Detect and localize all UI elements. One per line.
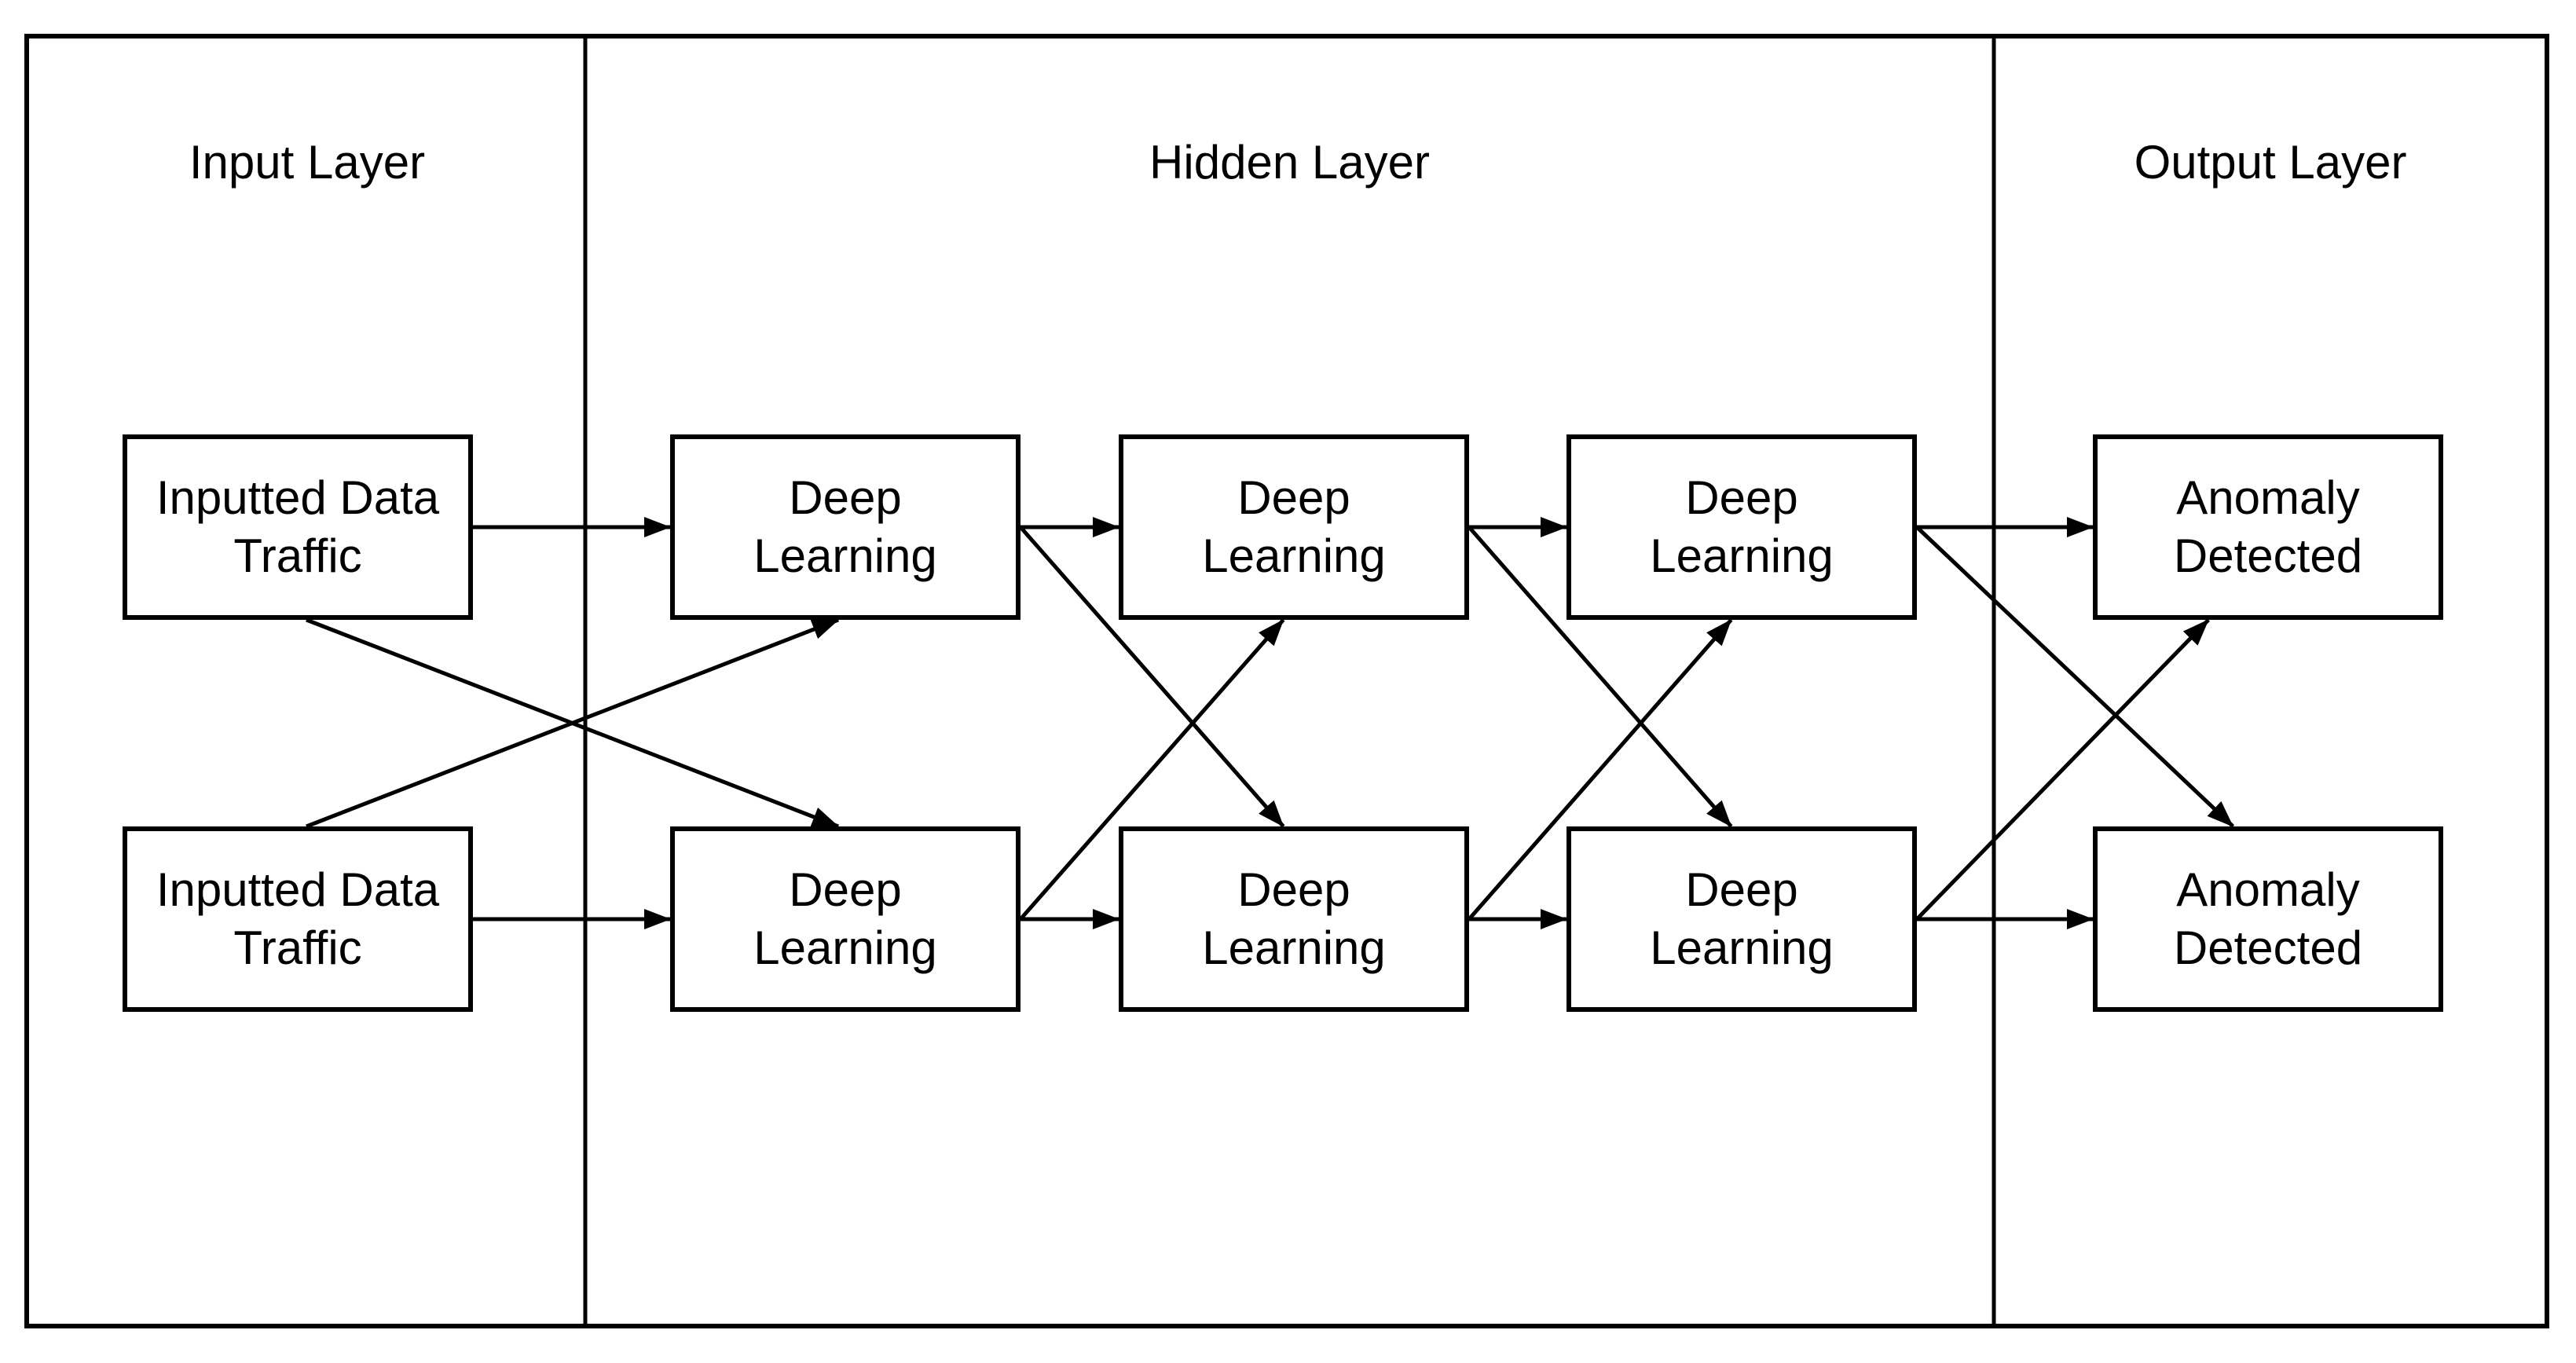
section-title-hidden: Hidden Layer: [1149, 136, 1430, 189]
node-hidden-2-top: Deep Learning: [1119, 434, 1469, 620]
node-output-bottom: Anomaly Detected: [2093, 826, 2443, 1012]
node-hidden-2-bottom: Deep Learning: [1119, 826, 1469, 1012]
node-label-output-bottom: Anomaly Detected: [2173, 863, 2363, 974]
section-title-output: Output Layer: [2134, 136, 2407, 189]
section-title-input: Input Layer: [189, 136, 426, 189]
node-hidden-1-top: Deep Learning: [670, 434, 1021, 620]
node-label-hidden-1-bottom: Deep Learning: [753, 863, 937, 974]
node-output-top: Anomaly Detected: [2093, 434, 2443, 620]
node-hidden-3-bottom: Deep Learning: [1566, 826, 1917, 1012]
node-label-hidden-3-bottom: Deep Learning: [1650, 863, 1834, 974]
node-label-hidden-1-top: Deep Learning: [753, 471, 937, 582]
outer-border: [24, 34, 2549, 1328]
edges-layer: [306, 517, 2235, 929]
edge-hidden-2-bottom--hidden-3-top: [1468, 618, 1733, 921]
node-label-input-top: Inputted Data Traffic: [156, 471, 440, 582]
edge-hidden-1-top--hidden-2-bottom: [1019, 526, 1285, 828]
node-label-hidden-2-bottom: Deep Learning: [1202, 863, 1386, 974]
node-input-bottom: Inputted Data Traffic: [123, 826, 473, 1012]
node-hidden-3-top: Deep Learning: [1566, 434, 1917, 620]
node-label-input-bottom: Inputted Data Traffic: [156, 863, 440, 974]
edge-input-bottom--hidden-1-top: [306, 617, 840, 829]
edge-hidden-1-bottom--hidden-2-top: [1019, 618, 1285, 921]
node-label-output-top: Anomaly Detected: [2173, 471, 2363, 582]
node-hidden-1-bottom: Deep Learning: [670, 826, 1021, 1012]
edge-hidden-3-top--output-bottom: [1915, 526, 2235, 828]
node-label-hidden-2-top: Deep Learning: [1202, 471, 1386, 582]
edge-hidden-2-top--hidden-3-bottom: [1468, 526, 1733, 828]
edge-hidden-3-bottom--output-top: [1915, 618, 2210, 921]
node-input-top: Inputted Data Traffic: [123, 434, 473, 620]
node-label-hidden-3-top: Deep Learning: [1650, 471, 1834, 582]
